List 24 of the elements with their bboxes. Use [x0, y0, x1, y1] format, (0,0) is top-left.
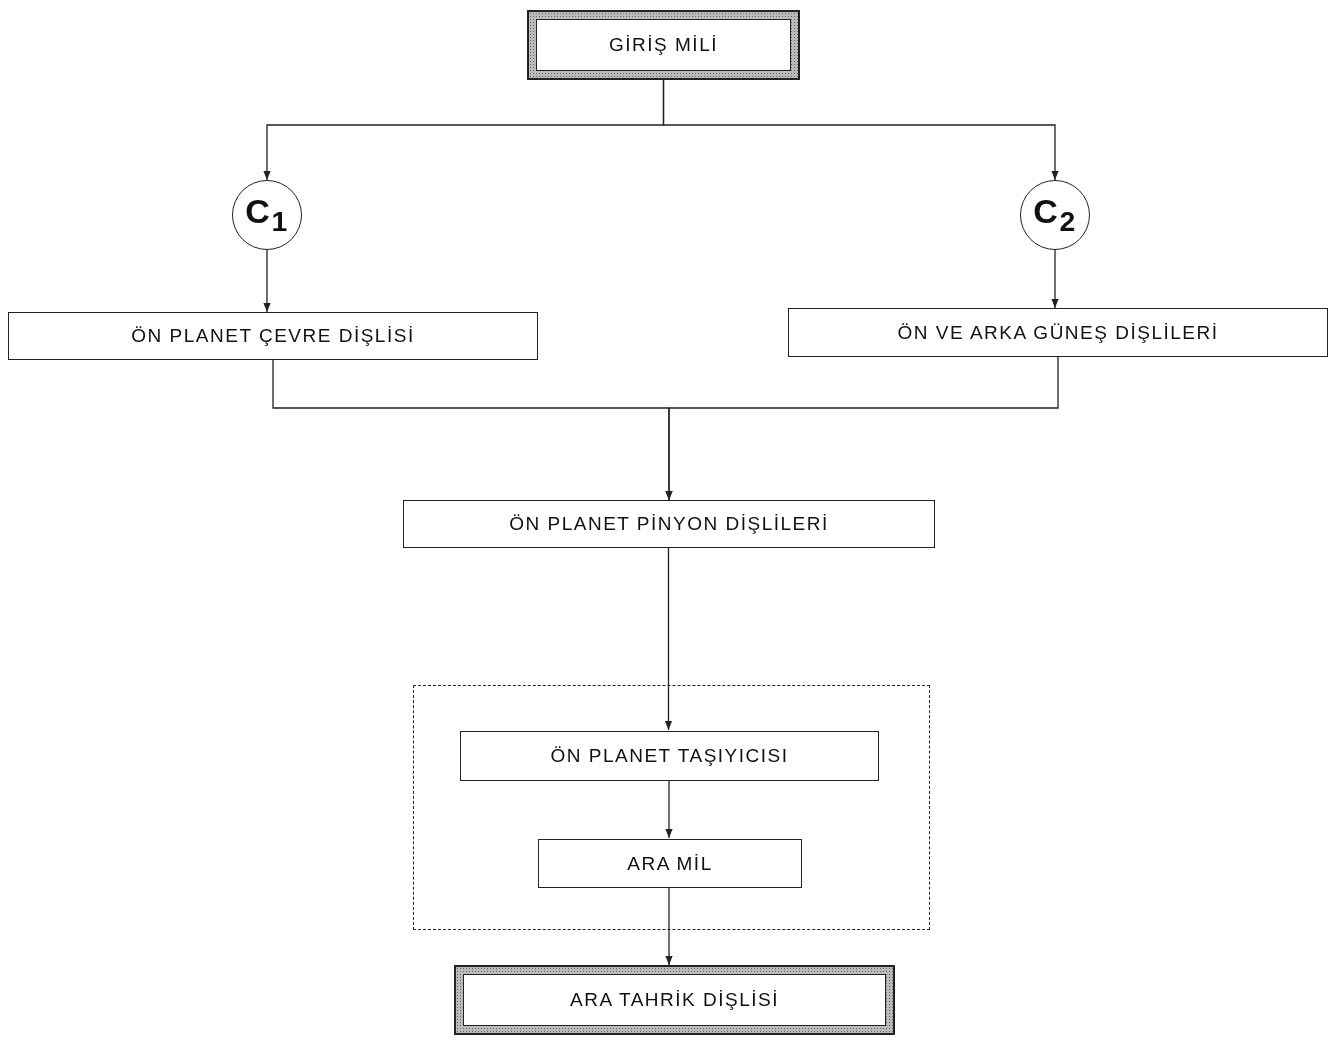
framed-box	[454, 965, 895, 1035]
process-box	[8, 312, 538, 360]
node-label: ÖN VE ARKA GÜNEŞ DİŞLİLERİ	[897, 321, 1219, 344]
arrow	[665, 779, 673, 839]
process-box	[460, 731, 879, 781]
node-label: ARA MİL	[627, 852, 713, 875]
node-label: ARA TAHRİK DİŞLİSİ	[463, 974, 886, 1026]
arrow	[664, 547, 673, 731]
framed-box	[527, 10, 800, 80]
node-label: ÖN PLANET PİNYON DİŞLİLERİ	[509, 513, 829, 535]
node-label: C$_{2}$	[1033, 192, 1077, 238]
dashed-group-box	[413, 685, 930, 930]
arrow	[662, 79, 1059, 181]
arrow	[665, 356, 1059, 501]
arrow	[1051, 249, 1059, 309]
process-box	[538, 839, 802, 888]
node-label: ÖN PLANET ÇEVRE DİŞLİSİ	[131, 325, 415, 347]
process-box	[788, 308, 1328, 357]
arrow	[665, 886, 673, 966]
arrow	[263, 249, 271, 313]
node-label: ÖN PLANET TAŞIYICISI	[550, 745, 789, 767]
process-box	[403, 500, 935, 548]
node-label: C$_{1}$	[245, 192, 289, 238]
node-label: GİRİŞ MİLİ	[536, 19, 791, 71]
